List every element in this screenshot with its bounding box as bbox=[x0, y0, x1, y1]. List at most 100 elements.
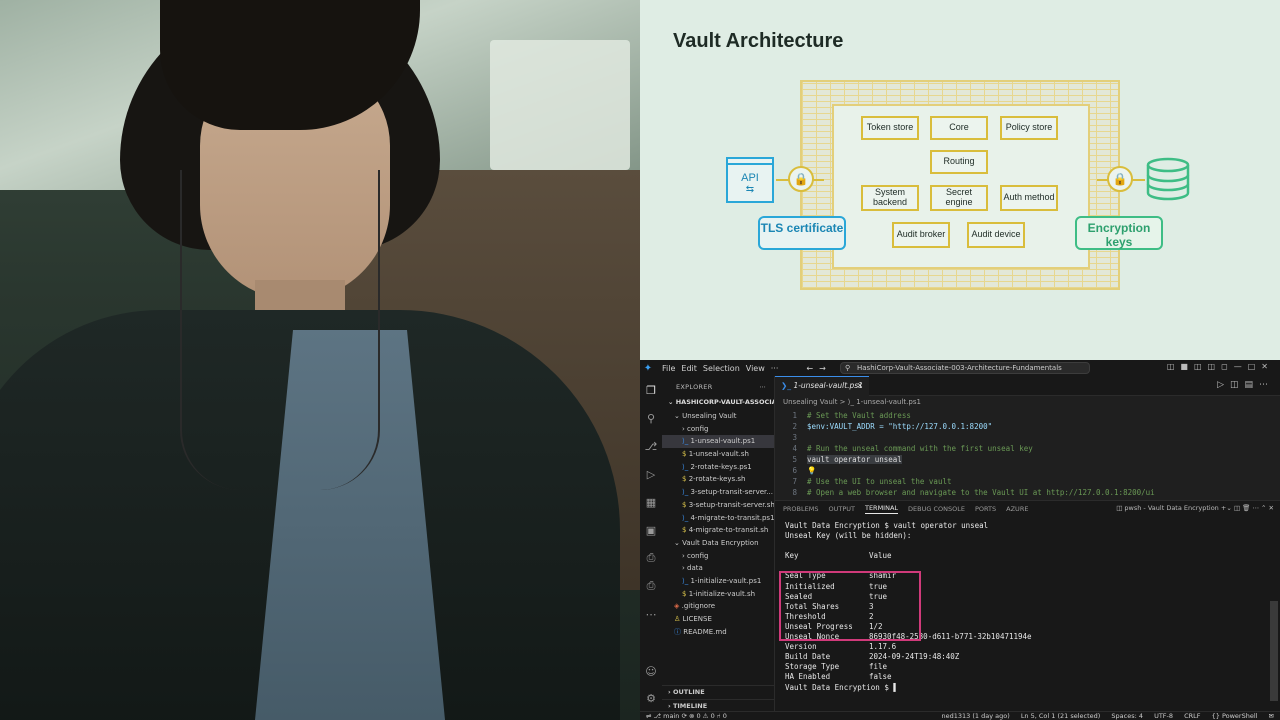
source-control-icon[interactable]: ⎇ bbox=[644, 439, 658, 453]
tab-azure[interactable]: AZURE bbox=[1006, 504, 1029, 513]
line-endings[interactable]: CRLF bbox=[1184, 712, 1201, 720]
terminal-name[interactable]: pwsh - Vault Data Encryption bbox=[1124, 504, 1219, 512]
tree-item-label: 1-unseal-vault.sh bbox=[688, 450, 749, 459]
file-icon: $ bbox=[682, 450, 689, 459]
tree-item[interactable]: $ 1-unseal-vault.sh bbox=[662, 448, 774, 461]
editor-actions[interactable]: ▷◫▤⋯ bbox=[1217, 380, 1274, 390]
tree-item[interactable]: › config bbox=[662, 550, 774, 563]
trash-icon[interactable]: 🗑 bbox=[1242, 504, 1251, 512]
workspace-root[interactable]: ⌄ HASHICORP-VAULT-ASSOCIA... bbox=[668, 398, 774, 406]
tree-item[interactable]: ⌄ Vault Data Encryption bbox=[662, 537, 774, 550]
split-terminal-icon[interactable]: ◫ bbox=[1233, 504, 1241, 512]
remote-icon[interactable]: ⇌ bbox=[646, 712, 652, 720]
new-terminal-icon[interactable]: +⌄ bbox=[1220, 504, 1232, 512]
encoding[interactable]: UTF-8 bbox=[1154, 712, 1174, 720]
window-controls[interactable]: ◫■◫◫◻—□✕ bbox=[1166, 362, 1274, 371]
tree-item[interactable]: ⓘ README.md bbox=[662, 626, 774, 639]
tab-problems[interactable]: PROBLEMS bbox=[783, 504, 819, 513]
explorer-sidebar: EXPLORER ⋯ ⌄ HASHICORP-VAULT-ASSOCIA... … bbox=[662, 376, 775, 711]
language-mode[interactable]: {} PowerShell bbox=[1211, 712, 1258, 720]
nav-forward-icon[interactable]: → bbox=[819, 363, 826, 373]
problems-count[interactable]: ⊗ 0 ⚠ 0 bbox=[688, 712, 715, 720]
tab-ports[interactable]: PORTS bbox=[974, 504, 997, 513]
menu-edit[interactable]: Edit bbox=[681, 363, 697, 373]
terminal-output[interactable]: Vault Data Encryption $ vault operator u… bbox=[785, 521, 1260, 711]
outline-section[interactable]: › OUTLINE bbox=[662, 685, 774, 697]
terminal-value: 3 bbox=[869, 601, 874, 611]
terminal-line: Unseal Key (will be hidden): bbox=[785, 531, 912, 541]
tree-item[interactable]: ⟩_ 4-migrate-to-transit.ps1 bbox=[662, 512, 774, 525]
tree-item[interactable]: $ 3-setup-transit-server.sh bbox=[662, 499, 774, 512]
tab-1-unseal-vault[interactable]: ❯_ 1-unseal-vault.ps1 ✕ bbox=[775, 376, 869, 396]
tree-item[interactable]: › data bbox=[662, 562, 774, 575]
tree-item[interactable]: ⟩_ 1-unseal-vault.ps1 bbox=[662, 435, 774, 449]
terminal-scrollbar[interactable] bbox=[1270, 601, 1278, 701]
account-icon[interactable]: ☺ bbox=[645, 665, 657, 678]
tree-item-label: config bbox=[687, 551, 709, 560]
sync-icon[interactable]: ⟳ bbox=[681, 712, 687, 720]
git-blame[interactable]: ned1313 (1 day ago) bbox=[941, 712, 1010, 720]
tab-terminal[interactable]: TERMINAL bbox=[864, 503, 899, 514]
testing-icon[interactable]: ⎙ bbox=[646, 551, 656, 564]
more-icon[interactable]: ⋯ bbox=[645, 607, 657, 621]
chevron-up-icon[interactable]: ⌃ bbox=[1261, 504, 1267, 512]
extensions-icon[interactable]: ▦ bbox=[645, 495, 657, 509]
vscode-logo-icon: ✦ bbox=[643, 362, 653, 374]
timeline-section[interactable]: › TIMELINE bbox=[662, 699, 774, 711]
bell-icon[interactable]: ✉ bbox=[1268, 712, 1274, 720]
nav-back-icon[interactable]: ← bbox=[806, 363, 814, 373]
branch-name[interactable]: main bbox=[663, 712, 680, 720]
tree-item[interactable]: ⟩_ 3-setup-transit-server... bbox=[662, 486, 774, 499]
search-icon[interactable]: ⚲ bbox=[646, 411, 656, 425]
lightbulb-icon[interactable]: 💡 bbox=[807, 466, 817, 475]
menu-file[interactable]: File bbox=[662, 363, 676, 373]
file-tree: ⌄ Unsealing Vault› config⟩_ 1-unseal-vau… bbox=[662, 410, 774, 638]
token-store-box: Token store bbox=[861, 116, 919, 140]
explorer-icon[interactable]: ❐ bbox=[646, 383, 656, 397]
terminal-key: Threshold bbox=[785, 611, 826, 621]
ports-count[interactable]: ⑁ 0 bbox=[716, 712, 727, 720]
terminal-line bbox=[785, 541, 1260, 551]
tree-item[interactable]: ⌄ Unsealing Vault bbox=[662, 410, 774, 423]
bottom-panel: PROBLEMS OUTPUT TERMINAL DEBUG CONSOLE P… bbox=[775, 500, 1280, 711]
menu-more[interactable]: ··· bbox=[770, 363, 779, 373]
tab-output[interactable]: OUTPUT bbox=[828, 504, 855, 513]
code-line: 6💡 bbox=[792, 466, 817, 475]
tree-item[interactable]: ⟩_ 1-initialize-vault.ps1 bbox=[662, 575, 774, 588]
core-box: Core bbox=[930, 116, 988, 140]
tree-item[interactable]: › config bbox=[662, 423, 774, 436]
close-icon[interactable]: ✕ bbox=[1268, 504, 1274, 512]
remote-explorer-icon[interactable]: ▣ bbox=[645, 523, 657, 537]
cursor-position[interactable]: Ln 5, Col 1 (21 selected) bbox=[1020, 712, 1101, 720]
menu-selection[interactable]: Selection bbox=[702, 363, 740, 373]
tree-item[interactable]: $ 2-rotate-keys.sh bbox=[662, 473, 774, 486]
tree-item[interactable]: $ 1-initialize-vault.sh bbox=[662, 588, 774, 601]
code-editor[interactable]: 1# Set the Vault address 2$env:VAULT_ADD… bbox=[775, 410, 1280, 500]
terraform-icon[interactable]: ⎙ bbox=[646, 579, 656, 592]
indentation[interactable]: Spaces: 4 bbox=[1111, 712, 1143, 720]
command-center-search[interactable]: ⚲ HashiCorp-Vault-Associate-003-Architec… bbox=[840, 362, 1090, 374]
terminal-line: Vault Data Encryption $ ▌ bbox=[785, 682, 898, 692]
breadcrumb[interactable]: Unsealing Vault > ⟩_ 1-unseal-vault.ps1 bbox=[783, 398, 921, 406]
more-icon[interactable]: ⋯ bbox=[1252, 504, 1259, 512]
tree-item-label: 4-migrate-to-transit.sh bbox=[688, 526, 769, 535]
tree-item[interactable]: $ 4-migrate-to-transit.sh bbox=[662, 524, 774, 537]
terminal-toolbar[interactable]: ◫ pwsh - Vault Data Encryption +⌄ ◫ 🗑 ⋯ … bbox=[1116, 504, 1274, 512]
tree-item[interactable]: ♙ LICENSE bbox=[662, 613, 774, 626]
tree-item[interactable]: ⟩_ 2-rotate-keys.ps1 bbox=[662, 461, 774, 474]
tree-item[interactable]: ◈ .gitignore bbox=[662, 600, 774, 613]
run-debug-icon[interactable]: ▷ bbox=[646, 467, 656, 481]
search-text: HashiCorp-Vault-Associate-003-Architectu… bbox=[857, 364, 1062, 372]
close-icon[interactable]: ✕ bbox=[856, 381, 863, 390]
terminal-value: 1.17.6 bbox=[869, 642, 897, 652]
menu-view[interactable]: View bbox=[745, 363, 765, 373]
gear-icon[interactable]: ⚙ bbox=[646, 692, 656, 705]
tree-item-label: README.md bbox=[683, 627, 727, 636]
code-line: 3 bbox=[792, 433, 797, 442]
more-actions-icon[interactable]: ⋯ bbox=[759, 383, 766, 391]
tab-debug-console[interactable]: DEBUG CONSOLE bbox=[908, 504, 965, 513]
